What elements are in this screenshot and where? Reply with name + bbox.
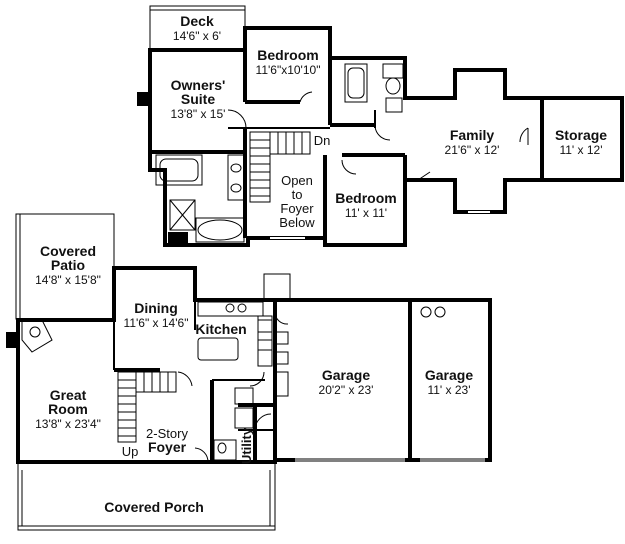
owners-suite-walls [148, 26, 544, 247]
owners-suite-label-1: Owners' [171, 77, 226, 93]
owners-suite-size: 13'8" x 15' [171, 107, 226, 121]
deck-label: Deck [180, 13, 214, 29]
bedroom-upper-label: Bedroom [257, 47, 318, 63]
powder-room-fixture [213, 439, 237, 461]
covered-patio-label-2: Patio [51, 257, 85, 273]
upper-toilet [382, 63, 404, 79]
main-floor [6, 213, 492, 531]
foyer-label-1: 2-Story [146, 426, 188, 441]
kitchen-label: Kitchen [195, 321, 246, 337]
owners-suite-label-2: Suite [181, 91, 215, 107]
utility-label: Utility [239, 427, 254, 464]
covered-patio-label-1: Covered [40, 243, 96, 259]
garage-main-label: Garage [322, 367, 370, 383]
covered-porch-outline [17, 462, 276, 531]
upper-stairs [249, 131, 311, 203]
open-foyer-line-2: to [292, 187, 303, 202]
deck-size: 14'6" x 6' [173, 29, 221, 43]
kitchen-island [197, 337, 239, 361]
foyer-label-2: Foyer [148, 439, 187, 455]
garage-box [263, 273, 291, 301]
dining-label: Dining [134, 300, 178, 316]
family-size: 21'6" x 12' [445, 143, 500, 157]
storage-label: Storage [555, 127, 607, 143]
great-room-chimney [6, 332, 20, 348]
main-stairs [117, 371, 177, 443]
bedroom-mid-size: 11' x 11' [345, 206, 387, 220]
covered-porch-label: Covered Porch [104, 499, 204, 515]
garage-small-label: Garage [425, 367, 473, 383]
upper-chimney [137, 92, 151, 106]
storage-size: 11' x 12' [559, 143, 602, 157]
open-foyer-line-3: Foyer [280, 201, 314, 216]
great-room-label-1: Great [50, 387, 87, 403]
bedroom-upper-size: 11'6"x10'10" [256, 63, 321, 77]
stairs-up-label: Up [122, 444, 139, 459]
garage-small-size: 11' x 23' [427, 383, 470, 397]
owners-tub [155, 154, 203, 186]
family-label: Family [450, 127, 495, 143]
bedroom-mid-label: Bedroom [335, 190, 396, 206]
owners-shower [169, 199, 196, 231]
owners-chimney [168, 232, 188, 245]
utility-washer [234, 407, 254, 429]
covered-patio-size: 14'8" x 15'8" [35, 273, 101, 287]
great-room-size: 13'8" x 23'4" [35, 417, 101, 431]
garage-main-size: 20'2" x 23' [319, 383, 374, 397]
dining-size: 11'6" x 14'6" [124, 316, 189, 330]
kitchen-counter-side [257, 315, 273, 367]
fireplace [21, 319, 53, 353]
upper-tub [344, 63, 368, 103]
storage-walls [540, 96, 624, 182]
owners-vanity [227, 154, 245, 201]
stairs-down-label: Dn [314, 133, 331, 148]
upper-floor [137, 5, 624, 247]
open-foyer-line-1: Open [281, 173, 313, 188]
great-room-label-2: Room [48, 401, 88, 417]
open-foyer-line-4: Below [279, 215, 315, 230]
kitchen-counter-top [197, 301, 264, 317]
owners-soaking-tub [197, 219, 243, 241]
